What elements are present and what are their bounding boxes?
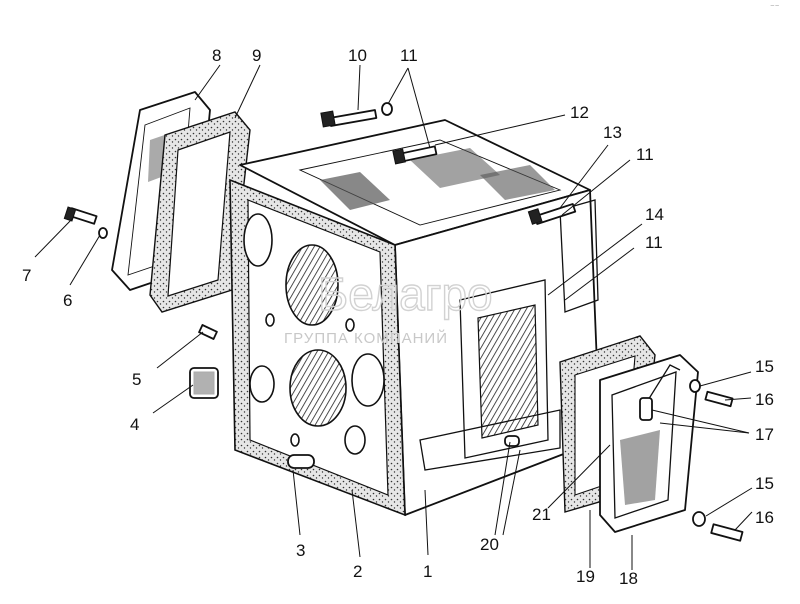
callout-11-top: 11 <box>400 46 418 65</box>
part-1-housing <box>229 119 601 517</box>
part-17-breather <box>639 397 653 421</box>
watermark-subtitle: ГРУППА КОМПАНИЙ <box>284 329 448 347</box>
part-12-bolt <box>392 145 438 165</box>
callout-11-lower-right: 11 <box>645 233 663 252</box>
callout-12: 12 <box>570 103 589 122</box>
callout-20: 20 <box>480 535 499 554</box>
part-16-bolt <box>704 390 744 542</box>
callout-19: 19 <box>576 567 595 586</box>
callout-10: 10 <box>348 46 367 65</box>
watermark-logo: Белагро ГРУППА КОМПАНИЙ <box>284 267 493 347</box>
callout-18: 18 <box>619 569 638 588</box>
part-7-bolt <box>63 206 98 225</box>
callout-17: 17 <box>755 425 774 444</box>
callout-15-lower: 15 <box>755 474 774 493</box>
leader-lines <box>34 64 753 570</box>
callout-9: 9 <box>252 46 261 65</box>
callout-5: 5 <box>132 370 141 389</box>
callout-3: 3 <box>296 541 305 560</box>
corner-mark: ⁻⁻ <box>770 2 780 12</box>
part-9-gasket <box>149 111 251 313</box>
part-3-pin <box>287 454 315 469</box>
part-20-pins <box>504 435 520 447</box>
part-10-bolt <box>320 109 378 128</box>
callout-14: 14 <box>645 205 664 224</box>
callout-13: 13 <box>603 123 622 142</box>
callout-16-upper: 16 <box>755 390 774 409</box>
callout-21: 21 <box>532 505 551 524</box>
part-18-cover <box>599 354 699 533</box>
part-13-bolt <box>527 203 577 225</box>
part-15-washer <box>689 379 706 527</box>
callout-7: 7 <box>22 266 31 285</box>
callout-15-upper: 15 <box>755 357 774 376</box>
part-5-stud <box>198 324 218 340</box>
callout-16-lower: 16 <box>755 508 774 527</box>
part-4-plug <box>189 367 219 399</box>
part-6-washer <box>98 227 108 239</box>
callout-11-upper-right: 11 <box>636 145 654 164</box>
callout-4: 4 <box>130 415 139 434</box>
callout-labels: 1 2 3 4 5 6 7 8 9 10 11 12 13 11 14 11 1… <box>22 46 774 588</box>
callout-1: 1 <box>423 562 432 581</box>
part-11-washer-top <box>381 102 393 116</box>
callout-2: 2 <box>353 562 362 581</box>
callout-6: 6 <box>63 291 72 310</box>
watermark-logo-text: Белагро <box>318 268 493 320</box>
callout-8: 8 <box>212 46 221 65</box>
